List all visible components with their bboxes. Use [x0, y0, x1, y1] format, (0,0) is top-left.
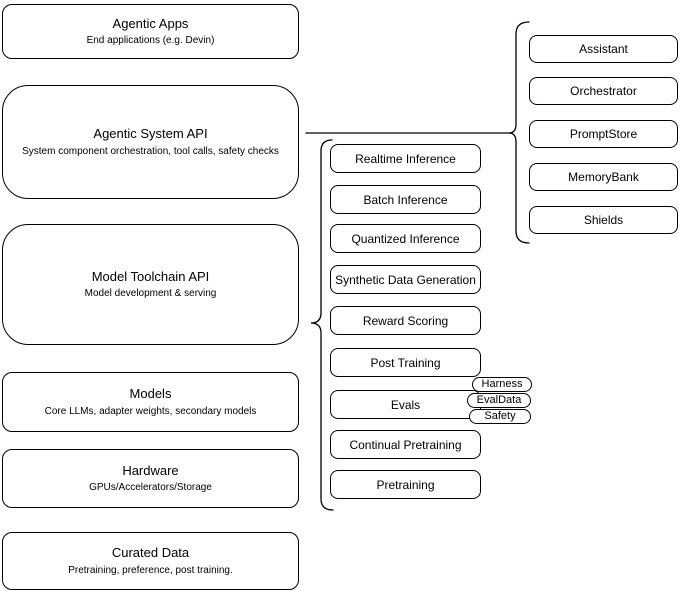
node-agentic-apps: Agentic Apps End applications (e.g. Devi… — [2, 4, 299, 59]
node-memorybank: MemoryBank — [529, 163, 678, 191]
node-title: Model Toolchain API — [91, 268, 210, 284]
node-model-toolchain-api: Model Toolchain API Model development & … — [2, 224, 299, 345]
node-subtitle: Pretraining, preference, post training. — [68, 564, 233, 576]
tag-safety: Safety — [469, 409, 531, 424]
node-subtitle: System component orchestration, tool cal… — [22, 145, 279, 157]
node-reward-scoring: Reward Scoring — [330, 306, 481, 335]
node-hardware: Hardware GPUs/Accelerators/Storage — [2, 449, 299, 508]
node-subtitle: GPUs/Accelerators/Storage — [89, 482, 212, 494]
node-post-training: Post Training — [330, 348, 481, 377]
node-title: Hardware — [122, 462, 179, 478]
tag-harness: Harness — [472, 377, 532, 392]
node-assistant: Assistant — [529, 35, 678, 63]
node-evals: Evals — [330, 390, 481, 419]
node-realtime-inference: Realtime Inference — [330, 144, 481, 173]
node-subtitle: End applications (e.g. Devin) — [86, 35, 215, 47]
node-batch-inference: Batch Inference — [330, 185, 481, 214]
node-title: Models — [129, 386, 172, 402]
node-agentic-system-api: Agentic System API System component orch… — [2, 85, 299, 199]
node-curated-data: Curated Data Pretraining, preference, po… — [2, 532, 299, 590]
node-subtitle: Core LLMs, adapter weights, secondary mo… — [44, 405, 257, 417]
node-orchestrator: Orchestrator — [529, 77, 678, 105]
right-column-bracket — [508, 21, 530, 244]
node-title: Agentic Apps — [112, 15, 189, 31]
node-continual-pretraining: Continual Pretraining — [330, 430, 481, 459]
node-shields: Shields — [529, 206, 678, 234]
node-subtitle: Model development & serving — [84, 288, 217, 300]
node-synthetic-data-generation: Synthetic Data Generation — [330, 265, 481, 294]
tag-evaldata: EvalData — [467, 393, 531, 408]
node-models: Models Core LLMs, adapter weights, secon… — [2, 372, 299, 432]
node-title: Agentic System API — [93, 126, 208, 142]
node-title: Curated Data — [111, 545, 190, 561]
node-pretraining: Pretraining — [330, 470, 481, 499]
node-promptstore: PromptStore — [529, 120, 678, 148]
node-quantized-inference: Quantized Inference — [330, 224, 481, 253]
